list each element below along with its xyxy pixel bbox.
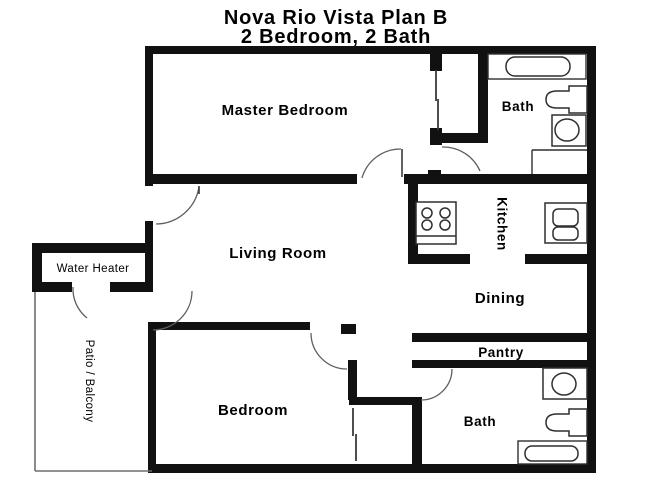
wall-pantry-top — [412, 333, 592, 342]
label-water-heater: Water Heater — [57, 263, 130, 275]
wall-outer-top — [145, 46, 596, 54]
wall-bedroom-left — [148, 322, 156, 472]
stove-burner — [421, 219, 433, 231]
wall-kitchen-top — [404, 174, 596, 184]
kitchen-sink-basin — [552, 208, 579, 227]
stove-burner — [439, 207, 451, 219]
wall-water-heater-top — [32, 243, 153, 253]
wall-outer-right — [587, 46, 596, 473]
plan-title-line2: 2 Bedroom, 2 Bath — [241, 26, 431, 48]
wall-water-heater-bottom-left — [32, 282, 72, 292]
wall-master-closet-left-top — [430, 52, 442, 71]
label-dining: Dining — [475, 290, 525, 307]
bath-lower-door-arc — [420, 368, 453, 401]
wall-bath-lower-left — [412, 397, 422, 464]
bedroom-door-arc — [310, 332, 348, 370]
wall-bedroom-top — [148, 322, 310, 330]
sink-lower-basin — [551, 372, 577, 396]
label-bath-lower: Bath — [464, 414, 496, 429]
wall-water-heater-bottom-right — [110, 282, 153, 292]
kitchen-sink-basin — [552, 226, 579, 241]
wall-outer-left-upper — [145, 46, 153, 186]
plan-title-line1: Nova Rio Vista Plan B — [224, 7, 448, 29]
bathtub-upper-surround — [487, 53, 587, 80]
wall-outer-bottom — [148, 464, 596, 473]
bathtub-lower — [524, 445, 579, 462]
label-master-bedroom: Master Bedroom — [222, 102, 349, 119]
bathtub-upper — [505, 56, 571, 77]
wall-bedroom-door-hinge — [341, 324, 356, 334]
label-patio-balcony: Patio / Balcony — [83, 340, 95, 423]
label-bath-upper: Bath — [502, 99, 534, 114]
wall-pantry-bottom — [412, 360, 592, 368]
entry-door-arc — [155, 186, 200, 225]
wall-closet-lower-top — [349, 397, 422, 405]
stove-burner — [421, 207, 433, 219]
wall-bedroom-right — [348, 360, 357, 400]
wall-master-closet-bottom — [430, 133, 488, 143]
label-kitchen: Kitchen — [495, 197, 510, 251]
wall-outer-left-mid — [145, 221, 153, 292]
toilet-lower — [545, 408, 588, 437]
patio-door-arc — [152, 290, 193, 331]
wall-bath-upper-door-stub — [428, 170, 441, 178]
stove-burner — [439, 219, 451, 231]
sink-upper-basin — [554, 118, 580, 142]
toilet-upper — [545, 85, 588, 114]
wall-kitchen-left — [408, 184, 418, 264]
bathtub-lower-surround — [517, 440, 588, 465]
wall-master-bottom — [145, 174, 357, 184]
wall-master-closet-right — [478, 52, 488, 143]
water-heater-door-arc — [72, 286, 88, 319]
wall-water-heater-left — [32, 243, 42, 292]
master-bedroom-door-arc — [361, 148, 402, 179]
label-living-room: Living Room — [229, 245, 326, 262]
wall-kitchen-bottom-right-stub — [525, 254, 591, 264]
label-bedroom: Bedroom — [218, 402, 288, 419]
bath-upper-door-arc — [441, 146, 481, 172]
wall-kitchen-bottom-left-stub — [408, 254, 470, 264]
label-pantry: Pantry — [478, 345, 524, 360]
